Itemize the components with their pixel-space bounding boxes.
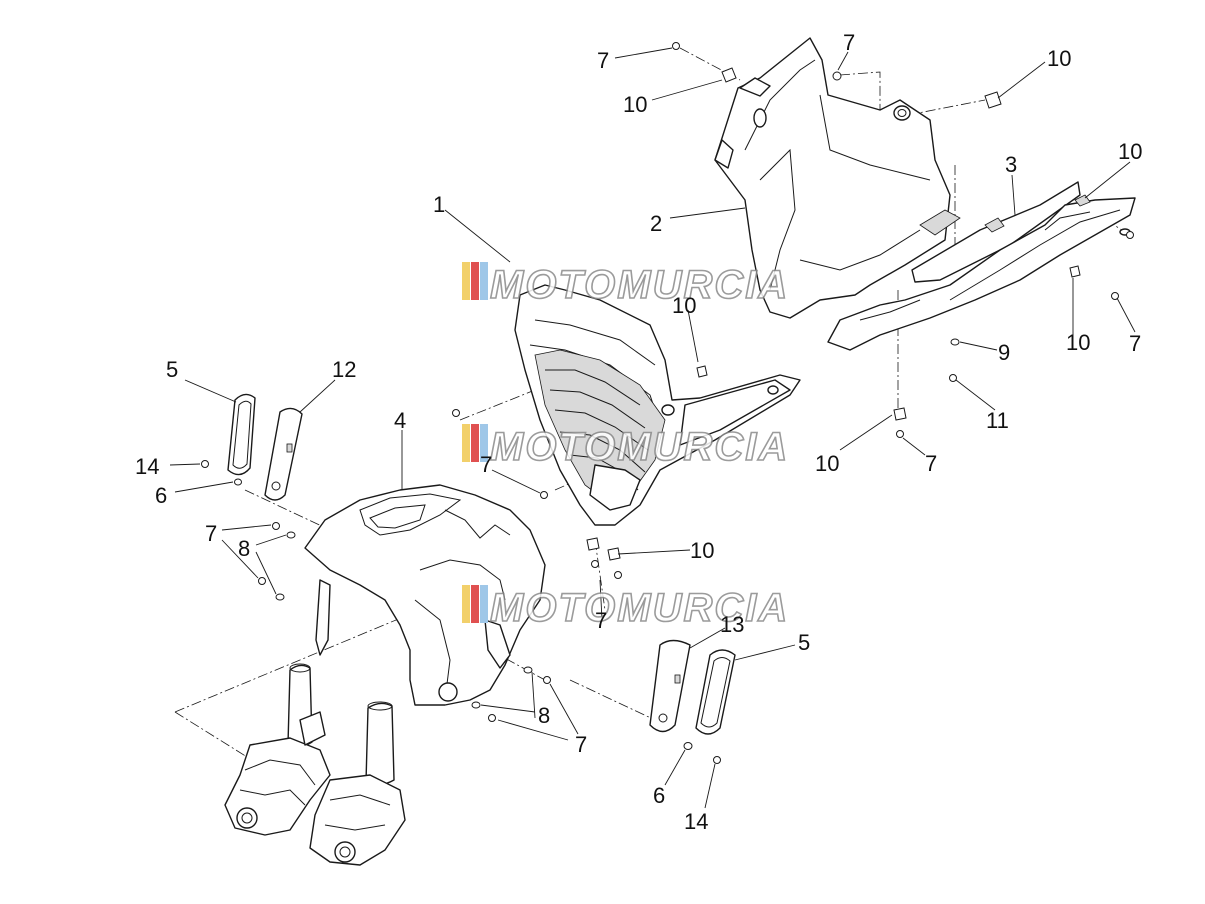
label-10: 10	[1047, 46, 1071, 71]
label-6: 6	[653, 783, 665, 808]
label-7: 7	[1129, 331, 1141, 356]
label-5: 5	[798, 630, 810, 655]
part-2-inner-shield	[714, 37, 961, 319]
part-1-front-grille	[514, 284, 801, 526]
label-5: 5	[166, 357, 178, 382]
label-14: 14	[684, 809, 708, 834]
watermark-middle: MOTOMURCIA	[462, 424, 789, 470]
watermark-stripe	[480, 585, 488, 623]
watermark-top: MOTOMURCIA	[462, 262, 789, 308]
label-10: 10	[1066, 330, 1090, 355]
label-8: 8	[538, 703, 550, 728]
fasteners	[201, 42, 1134, 764]
watermark-stripe	[462, 424, 470, 462]
watermark-stripe	[471, 424, 479, 462]
watermark-stripe	[471, 262, 479, 300]
watermark-stripe	[462, 585, 470, 623]
part-labels: 7 7 10 10 3 10 1 2 10 10 7 9 11 10 7 5 1…	[135, 30, 1142, 834]
label-10: 10	[1118, 139, 1142, 164]
part-12-bracket	[264, 407, 303, 501]
leader-lines	[169, 47, 1136, 809]
part-13-bracket	[649, 639, 691, 733]
label-14: 14	[135, 454, 159, 479]
label-7: 7	[597, 48, 609, 73]
label-2: 2	[650, 211, 662, 236]
front-fork-assembly	[224, 663, 406, 866]
part-4-front-mudguard	[304, 484, 546, 706]
label-7: 7	[925, 451, 937, 476]
part-5-reflector-right	[695, 649, 736, 735]
label-12: 12	[332, 357, 356, 382]
watermark-stripe	[462, 262, 470, 300]
watermark-stripe	[480, 424, 488, 462]
label-7: 7	[575, 732, 587, 757]
label-8: 8	[238, 536, 250, 561]
watermark-text: MOTOMURCIA	[490, 263, 789, 307]
label-7: 7	[595, 608, 607, 633]
label-1: 1	[433, 192, 445, 217]
label-7: 7	[205, 521, 217, 546]
watermark-text: MOTOMURCIA	[490, 586, 789, 630]
label-11: 11	[986, 408, 1009, 433]
part-3-side-panels	[827, 181, 1136, 351]
label-7: 7	[480, 452, 492, 477]
watermark-text: MOTOMURCIA	[490, 425, 789, 469]
label-10: 10	[623, 92, 647, 117]
label-10: 10	[690, 538, 714, 563]
watermark-stripe	[471, 585, 479, 623]
label-6: 6	[155, 483, 167, 508]
part-5-reflector-left	[227, 393, 256, 476]
watermark-stripe	[480, 262, 488, 300]
watermark-bottom: MOTOMURCIA	[462, 585, 789, 631]
label-13: 13	[720, 612, 744, 637]
label-3: 3	[1005, 152, 1017, 177]
label-4: 4	[394, 408, 406, 433]
label-7: 7	[843, 30, 855, 55]
label-10: 10	[672, 293, 696, 318]
label-9: 9	[998, 340, 1010, 365]
label-10: 10	[815, 451, 839, 476]
